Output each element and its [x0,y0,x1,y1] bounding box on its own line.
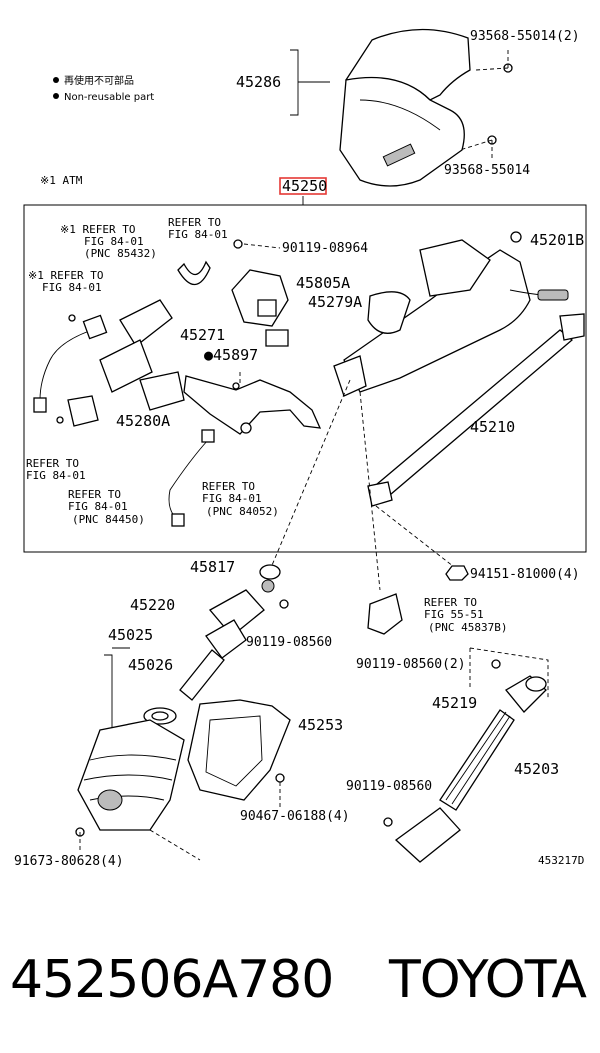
assembly-frame [23,204,587,553]
wire-clamp [177,260,211,286]
bracket-45805a [231,269,289,327]
bracket-45286 [290,49,330,116]
svg-text:REFER TO: REFER TO [424,596,477,609]
legend: 再使用不可部品 Non-reusable part ※1 ATM [40,74,154,187]
svg-text:FIG 84-01: FIG 84-01 [168,228,228,241]
label-45280a: 45280A [116,412,170,430]
screw-icon [383,817,393,827]
label-45210: 45210 [470,418,515,436]
refer-note-7: REFER TO FIG 55-51 (PNC 45837B) [424,596,507,634]
refer-note-6: REFER TO FIG 84-01 (PNC 84052) [202,480,279,518]
label-45220: 45220 [130,596,175,614]
refer-note-3: ※1 REFER TO FIG 84-01 [28,269,103,294]
label-91673-80628-4: 91673-80628(4) [14,854,124,869]
ignition-switch-harness [33,299,185,427]
clip-icon [275,773,285,783]
label-45817: 45817 [190,558,235,576]
svg-text:FIG 55-51: FIG 55-51 [424,608,484,621]
label-45286: 45286 [236,73,281,91]
bullet-icon [53,77,59,83]
label-45025: 45025 [108,626,153,644]
svg-text:REFER TO: REFER TO [168,216,221,229]
label-45279a: 45279A [308,293,362,311]
tilt-lever-45271 [168,375,322,527]
label-45201b: 45201B [530,231,584,249]
legend-en: Non-reusable part [64,92,154,103]
label-93568-55014-2: 93568-55014(2) [470,29,580,44]
screw-icon [491,659,501,669]
label-45271: 45271 [180,326,225,344]
label-45250: 45250 [282,177,327,195]
svg-text:※1 REFER TO: ※1 REFER TO [60,223,135,236]
svg-text:(PNC 84052): (PNC 84052) [206,505,279,518]
svg-text:FIG 84-01: FIG 84-01 [26,469,86,482]
screw-icon [279,599,289,609]
label-45026: 45026 [128,656,173,674]
svg-text:REFER TO: REFER TO [202,480,255,493]
label-93568-55014: 93568-55014 [444,163,530,178]
screw-icon [233,239,243,249]
svg-text:(PNC 84450): (PNC 84450) [72,513,145,526]
sliding-shaft-45203 [394,709,515,863]
label-45897: ●45897 [204,346,258,364]
label-45253: 45253 [298,716,343,734]
caption-bar: 452506A780 TOYOTA [0,940,600,1020]
bracket-45837b [367,593,403,635]
boot-45025 [77,719,185,831]
pad-45279a [265,329,289,347]
bushing-45817 [259,564,281,580]
svg-text:REFER TO: REFER TO [26,457,79,470]
refer-note-2: REFER TO FIG 84-01 [168,216,228,241]
label-90119-08560-2: 90119-08560(2) [356,657,466,672]
intermediate-shaft-45220 [179,579,275,701]
nut-icon [445,565,469,581]
note-atm: ※1 ATM [40,174,83,187]
svg-text:REFER TO: REFER TO [68,488,121,501]
drawing-number: 453217D [538,854,584,867]
highlight-box [279,177,327,195]
svg-text:FIG 84-01: FIG 84-01 [68,500,128,513]
label-90467-06188-4: 90467-06188(4) [240,809,350,824]
svg-text:FIG 84-01: FIG 84-01 [84,235,144,248]
bullet-icon [53,93,59,99]
joint-45219 [505,675,547,713]
refer-note-1: ※1 REFER TO FIG 84-01 (PNC 85432) [60,223,157,260]
label-45219: 45219 [432,694,477,712]
svg-text:(PNC 85432): (PNC 85432) [84,247,157,260]
svg-text:FIG 84-01: FIG 84-01 [42,281,102,294]
steering-column-tube-45201b [333,231,569,397]
label-45805a: 45805A [296,274,350,292]
label-90119-08560-a: 90119-08560 [246,635,332,650]
column-cover-upper [339,28,471,187]
refer-note-4: REFER TO FIG 84-01 [26,457,86,482]
caption-brand: TOYOTA [389,950,587,1010]
caption-part-number: 452506A780 [10,950,334,1010]
label-90119-08964: 90119-08964 [282,241,368,256]
svg-text:FIG 84-01: FIG 84-01 [202,492,262,505]
svg-text:(PNC 45837B): (PNC 45837B) [428,621,507,634]
exploded-parts-diagram: 再使用不可部品 Non-reusable part ※1 ATM 45286 9… [14,28,587,869]
refer-note-5: REFER TO FIG 84-01 (PNC 84450) [68,488,145,526]
label-90119-08560-b: 90119-08560 [346,779,432,794]
plate-45253 [187,699,291,801]
label-45203: 45203 [514,760,559,778]
label-94151-81000-4: 94151-81000(4) [470,567,580,582]
legend-jp: 再使用不可部品 [64,74,134,87]
svg-text:※1 REFER TO: ※1 REFER TO [28,269,103,282]
